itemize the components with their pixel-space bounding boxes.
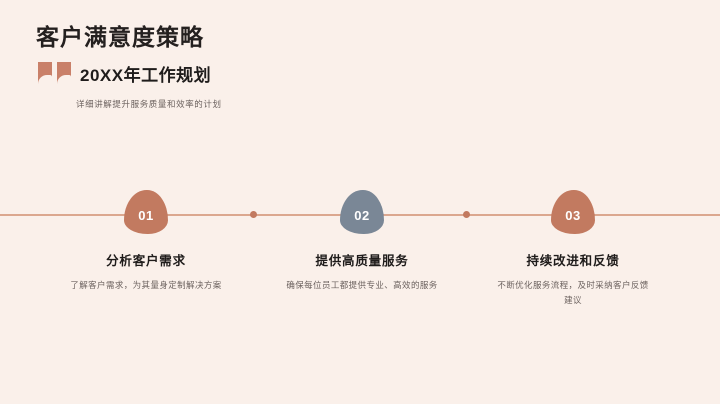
step-description-2: 确保每位员工都提供专业、高效的服务	[286, 280, 438, 290]
subtitle-row: 20XX年工作规划	[36, 60, 456, 86]
timeline-step-1[interactable]: 01 分析客户需求 了解客户需求，为其量身定制解决方案	[36, 190, 256, 293]
badge-blob-icon	[124, 190, 168, 234]
step-badge-1: 01	[124, 190, 168, 234]
step-description-3: 不断优化服务流程，及时采纳客户反馈建议	[497, 280, 649, 305]
header-block: 客户满意度策略 20XX年工作规划 详细讲解提升服务质量和效率的计划	[36, 22, 456, 110]
badge-blob-icon	[551, 190, 595, 234]
timeline-tick-2	[463, 211, 470, 218]
step-title-3: 持续改进和反馈	[526, 254, 620, 268]
step-number-3: 03	[565, 208, 581, 223]
badge-blob-icon	[340, 190, 384, 234]
quote-mark-icon	[38, 60, 80, 86]
step-title-2: 提供高质量服务	[315, 254, 409, 268]
step-badge-3: 03	[551, 190, 595, 234]
page-title: 客户满意度策略	[36, 24, 204, 50]
timeline-tick-1	[250, 211, 257, 218]
timeline-step-2[interactable]: 02 提供高质量服务 确保每位员工都提供专业、高效的服务	[252, 190, 472, 293]
step-badge-2: 02	[340, 190, 384, 234]
timeline-step-3[interactable]: 03 持续改进和反馈 不断优化服务流程，及时采纳客户反馈建议	[463, 190, 683, 308]
page-description: 详细讲解提升服务质量和效率的计划	[76, 99, 222, 109]
step-number-2: 02	[354, 208, 370, 223]
step-description-1: 了解客户需求，为其量身定制解决方案	[70, 280, 222, 290]
step-title-1: 分析客户需求	[106, 254, 186, 268]
page-subtitle: 20XX年工作规划	[80, 65, 212, 85]
step-number-1: 01	[138, 208, 154, 223]
